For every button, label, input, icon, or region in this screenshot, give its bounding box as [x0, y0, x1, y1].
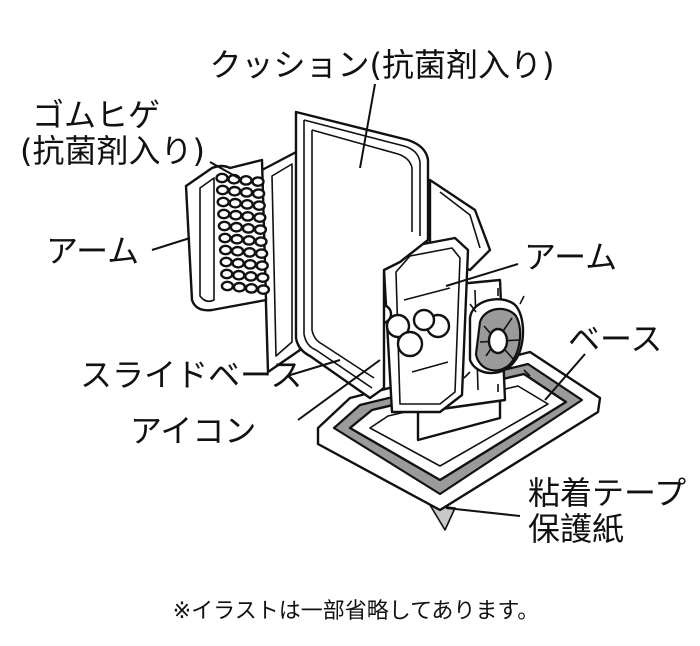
adhesive-tape-label-line1: 粘着テープ: [528, 474, 686, 512]
whisker-bristle: [239, 174, 253, 186]
whisker-bristle: [215, 184, 230, 196]
whisker-bristle: [232, 269, 246, 281]
whisker-bristle: [244, 270, 258, 282]
icon-label: アイコン: [130, 412, 256, 450]
whisker-bristle: [220, 280, 235, 292]
whisker-bristle: [219, 256, 233, 268]
slide-base: [260, 148, 302, 374]
whisker-bristle: [230, 245, 245, 257]
rubber-whisker-label-line1: ゴムヒゲ: [32, 96, 160, 134]
whisker-bristle: [229, 209, 243, 221]
whisker-bristle: [252, 200, 266, 212]
whisker-bristle: [253, 224, 268, 236]
whisker-bristle: [253, 212, 267, 224]
whisker-bristle: [256, 272, 270, 283]
whisker-bristle: [231, 257, 245, 269]
whisker-bristle: [254, 236, 268, 248]
whisker-bristle: [241, 222, 256, 234]
whisker-bristle: [254, 248, 269, 260]
whisker-bristle: [251, 188, 266, 200]
left-arm-label: アーム: [46, 232, 139, 270]
whisker-bristle: [242, 234, 256, 246]
whisker-bristle: [242, 246, 257, 258]
rubber-whiskers: [215, 172, 271, 295]
whisker-bristle: [243, 258, 257, 270]
whisker-bristle: [230, 233, 244, 245]
whisker-bristle: [251, 176, 265, 188]
whisker-bristle: [227, 185, 242, 197]
base-label: ベース: [568, 320, 662, 358]
adhesive-tape-label-line2: 保護紙: [528, 510, 624, 548]
whisker-bristle: [217, 220, 232, 232]
whisker-bristle: [215, 172, 229, 184]
rubber-whisker-label-line2: (抗菌剤入り): [20, 132, 205, 170]
whisker-bristle: [239, 186, 254, 198]
whisker-bristle: [216, 196, 230, 208]
whisker-bristle: [218, 232, 232, 244]
whisker-bristle: [241, 210, 255, 222]
whisker-bristle: [244, 282, 259, 294]
cushion-panel: [294, 110, 430, 400]
whisker-bristle: [232, 281, 247, 293]
whisker-bristle: [229, 221, 244, 233]
whisker-bristle: [256, 284, 271, 295]
right-arm-label: アーム: [524, 238, 617, 276]
whisker-bristle: [220, 268, 234, 280]
whisker-bristle: [240, 198, 254, 210]
slide-base-label: スライドベース: [80, 356, 302, 394]
whisker-bristle: [255, 260, 269, 271]
whisker-bristle: [217, 208, 231, 220]
cushion-label: クッション(抗菌剤入り): [210, 46, 555, 84]
whisker-bristle: [218, 244, 233, 256]
illustration-note: ※イラストは一部省略してあります。: [173, 599, 539, 624]
adjustment-knob: [463, 288, 531, 392]
leader-lines: [151, 83, 586, 517]
whisker-bristle: [228, 197, 242, 209]
